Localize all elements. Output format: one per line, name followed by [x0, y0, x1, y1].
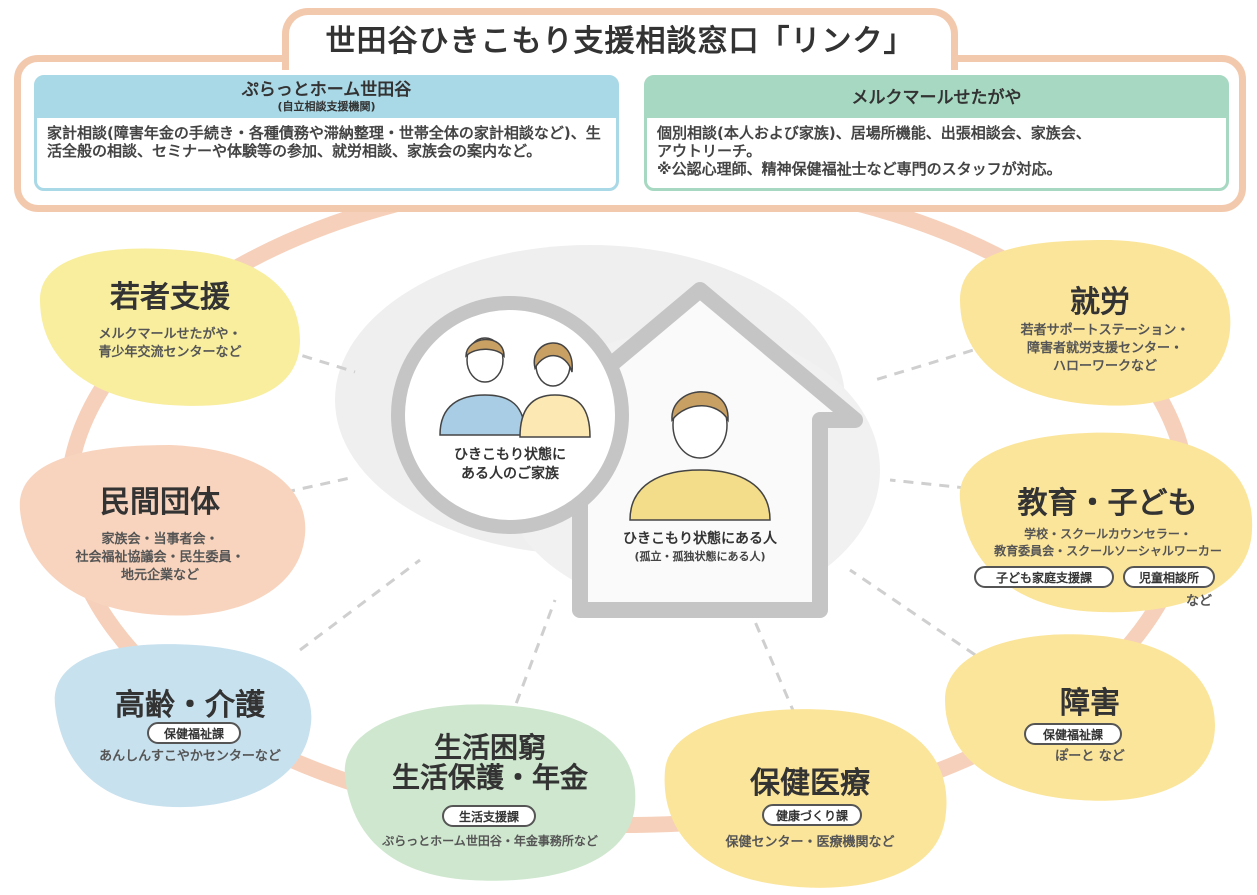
- elderly-sub-1: あんしんすこやかセンターなど: [99, 749, 281, 764]
- private-blob: [19, 445, 306, 616]
- header-title-tab: [282, 8, 958, 70]
- merkmal-card: メルクマールせたがや 個別相談(本人および家族)、居場所機能、出張相談会、家族会…: [644, 75, 1229, 191]
- health-blob: [664, 709, 947, 888]
- merkmal-card-line-1: 個別相談(本人および家族)、居場所機能、出張相談会、家族会、: [657, 124, 1091, 142]
- family-label-line-2: ある人のご家族: [461, 466, 559, 482]
- youth-sub-1: メルクマールせたがや・: [98, 327, 242, 342]
- health-badge: 健康づくり課: [762, 804, 862, 826]
- youth-sub-2: 青少年交流センターなど: [98, 345, 242, 360]
- poverty-sub-1: ぷらっとホーム世田谷・年金事務所など: [382, 834, 598, 848]
- education-sub-2: 教育委員会・スクールソーシャルワーカー: [994, 544, 1222, 558]
- private-sub-1: 家族会・当事者会・: [101, 532, 219, 547]
- merkmal-card-line-2: アウトリーチ。: [657, 142, 762, 160]
- person-sublabel: (孤立・孤独状態にある人): [634, 550, 766, 563]
- work-blob: [960, 240, 1231, 406]
- platform-card-subtitle: (自立相談支援機関): [277, 100, 376, 113]
- person-figure: [629, 391, 771, 521]
- merkmal-card-body: 個別相談(本人および家族)、居場所機能、出張相談会、家族会、 アウトリーチ。 ※…: [647, 118, 1226, 184]
- platform-card-title: ぷらっとホーム世田谷: [241, 80, 412, 100]
- poverty-blob: [344, 704, 636, 881]
- health-sub-1: 保健センター・医療機関など: [725, 835, 895, 850]
- family-label: ひきこもり状態に ある人のご家族: [440, 446, 580, 484]
- person-label: ひきこもり状態にある人: [623, 531, 777, 547]
- disability-blob: [945, 634, 1215, 801]
- elderly-title: 高齢・介護: [115, 688, 265, 723]
- merkmal-card-line-3: ※公認心理師、精神保健福祉士など専門のスタッフが対応。: [657, 160, 1062, 178]
- platform-card: ぷらっとホーム世田谷 (自立相談支援機関) 家計相談(障害年金の手続き・各種債務…: [34, 75, 619, 191]
- education-sub-3: など: [1186, 594, 1213, 609]
- poverty-title-1: 生活困窮: [433, 731, 546, 764]
- private-sub-3: 地元企業など: [120, 568, 199, 583]
- private-title: 民間団体: [100, 485, 220, 520]
- work-sub-1: 若者サポートステーション・: [1020, 323, 1190, 338]
- elderly-badge: 保健福祉課: [147, 722, 241, 744]
- poverty-badge: 生活支援課: [442, 805, 536, 827]
- disability-badge: 保健福祉課: [1024, 723, 1122, 745]
- platform-card-header: ぷらっとホーム世田谷 (自立相談支援機関): [37, 78, 616, 118]
- merkmal-card-header: メルクマールせたがや: [647, 78, 1226, 118]
- work-sub-3: ハローワークなど: [1052, 359, 1157, 374]
- health-title: 保健医療: [750, 766, 870, 801]
- family-label-line-1: ひきこもり状態に: [454, 447, 566, 463]
- poverty-title-2: 生活保護・年金: [391, 761, 588, 794]
- work-title: 就労: [1070, 285, 1130, 320]
- merkmal-card-title: メルクマールせたがや: [851, 88, 1022, 108]
- disability-sub-1: ぽーと など: [1055, 749, 1125, 764]
- connector-lines: [249, 343, 991, 721]
- disability-title: 障害: [1060, 686, 1120, 721]
- work-sub-2: 障害者就労支援センター・: [1026, 341, 1183, 356]
- education-badge-1: 子ども家庭支援課: [974, 566, 1114, 588]
- private-sub-2: 社会福祉協議会・民生委員・: [75, 550, 245, 565]
- platform-card-body: 家計相談(障害年金の手続き・各種債務や滞納整理・世帯全体の家計相談など)、生活全…: [47, 124, 601, 160]
- youth-blob: [40, 248, 300, 406]
- page-title: 世田谷ひきこもり支援相談窓口「リンク」: [325, 24, 915, 59]
- family-figures: [439, 337, 591, 438]
- education-title: 教育・子ども: [1017, 486, 1198, 521]
- education-sub-1: 学校・スクールカウンセラー・: [1024, 527, 1192, 541]
- youth-title: 若者支援: [110, 280, 230, 315]
- education-badge-2: 児童相談所: [1123, 566, 1215, 588]
